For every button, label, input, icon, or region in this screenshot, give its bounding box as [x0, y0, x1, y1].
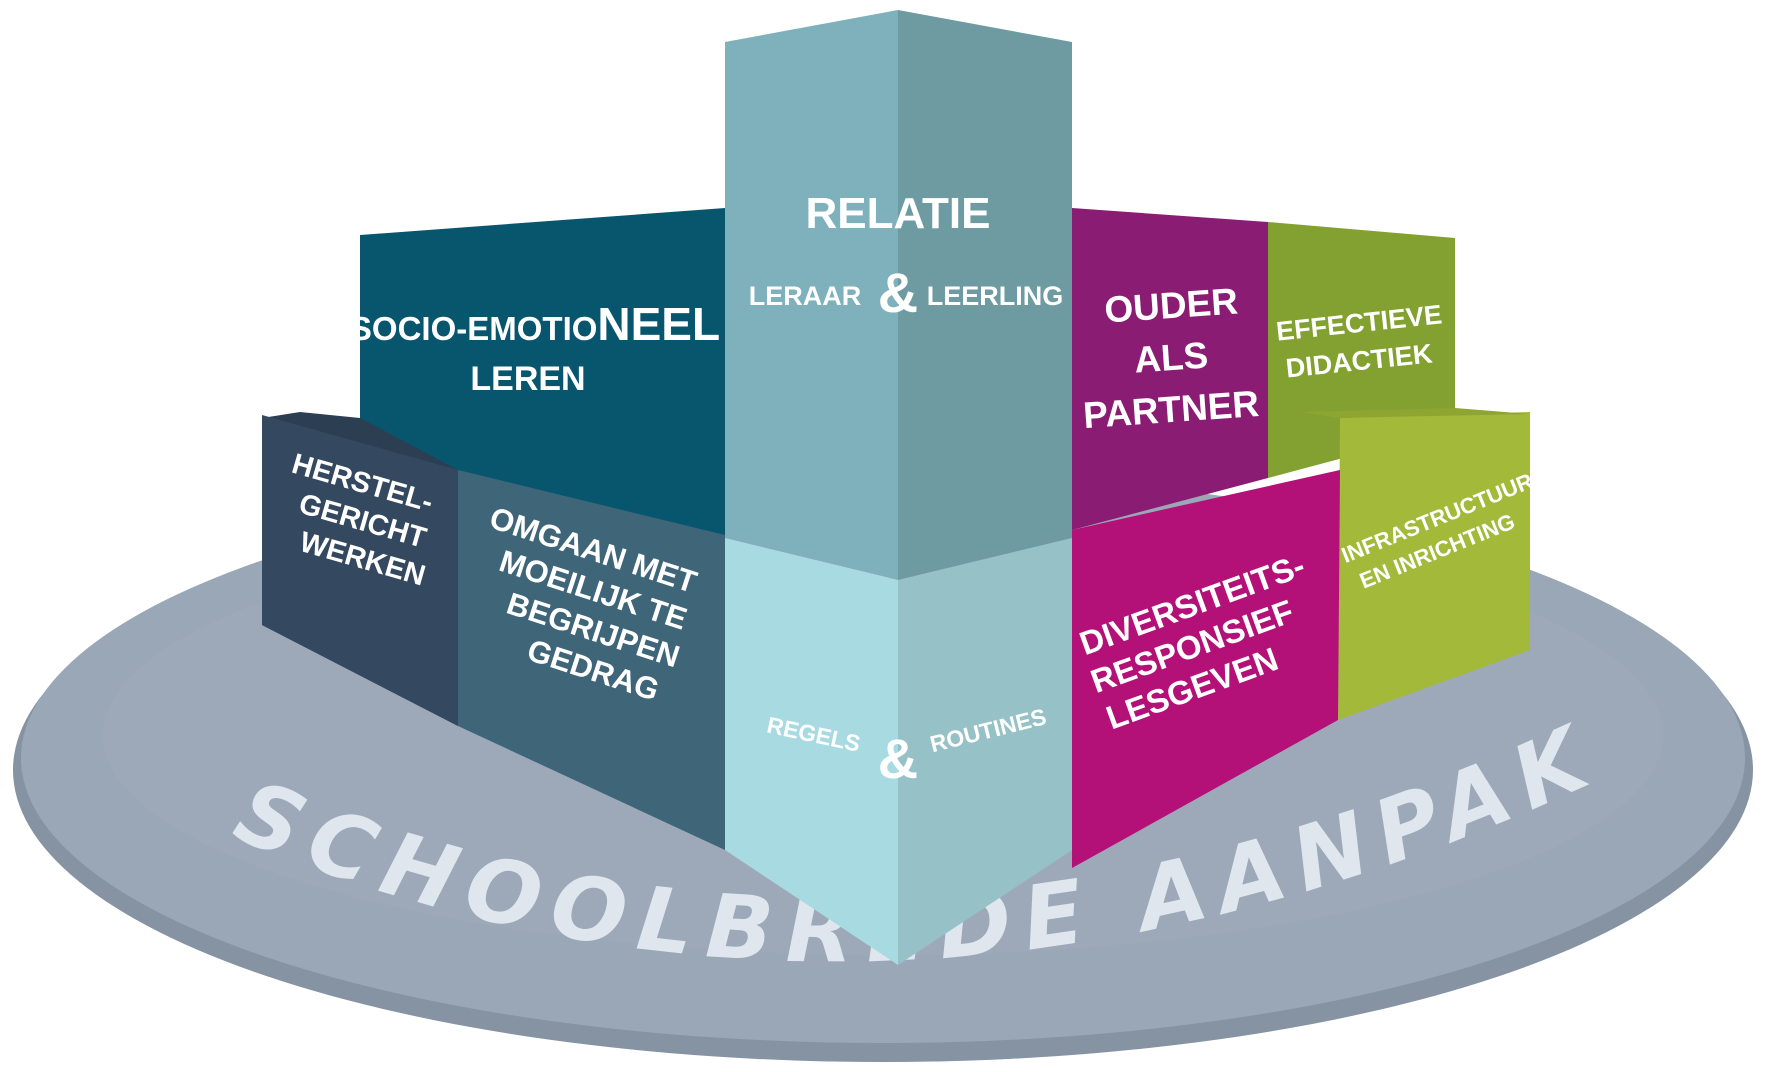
tower-relatie: RELATIE LERAAR & LEERLING [725, 10, 1072, 580]
block-herstelgericht-werken: HERSTEL- GERICHT WERKEN [262, 412, 458, 726]
relatie-right: LEERLING [927, 281, 1064, 311]
ouder-line2: ALS [1133, 334, 1210, 380]
block-infrastructuur-inrichting: INFRASTRUCTUUR EN INRICHTING [1300, 408, 1537, 720]
tower-regels-routines: REGELS & ROUTINES [725, 538, 1072, 965]
socio-label-line2: LEREN [470, 360, 585, 398]
block-ouder-als-partner: OUDER ALS PARTNER [1072, 208, 1268, 530]
regels-amp: & [878, 727, 918, 790]
relatie-title: RELATIE [806, 189, 991, 238]
ouder-line1: OUDER [1103, 280, 1239, 330]
relatie-left: LERAAR [749, 281, 862, 311]
block-diversiteitsresponsief-lesgeven: DIVERSITEITS- RESPONSIEF LESGEVEN [1072, 470, 1340, 868]
block-omgaan-met-gedrag: OMGAAN MET MOEILIJK TE BEGRIJPEN GEDRAG [458, 470, 725, 850]
socio-label-line1: SOCIO-EMOTIONEEL [350, 298, 720, 350]
relatie-amp: & [878, 261, 918, 324]
